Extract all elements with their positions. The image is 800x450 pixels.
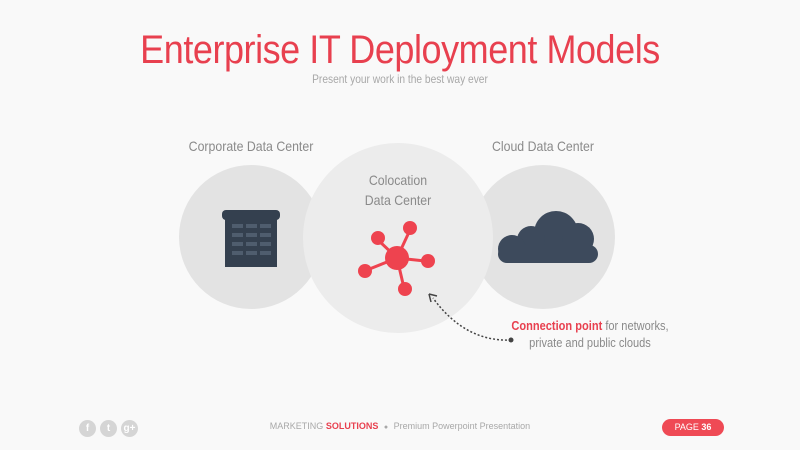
footer-separator: ● [383,424,389,431]
building-icon [222,210,280,267]
cloud-label: Cloud Data Center [491,138,595,154]
page-title: Enterprise IT Deployment Models [140,28,660,72]
connection-arrow [428,293,514,343]
corporate-label: Corporate Data Center [188,138,314,154]
footer-tagline: Premium Powerpoint Presentation [393,421,531,431]
footer-text: MARKETING SOLUTIONS ● Premium Powerpoint… [0,421,800,431]
facebook-icon[interactable]: f [79,420,96,437]
page-label: PAGE [674,422,699,432]
footer-brand2: SOLUTIONS [325,421,379,431]
connection-annotation: Connection point for networks, private a… [505,317,675,351]
page-subtitle: Present your work in the best way ever [312,72,488,86]
colocation-circle [303,143,493,333]
annotation-line1: for networks, [602,318,669,333]
page-badge: PAGE 36 [662,419,724,436]
twitter-icon[interactable]: t [100,420,117,437]
page-number: 36 [701,422,712,432]
colocation-label-line1: Colocation [368,172,428,188]
annotation-highlight: Connection point [511,318,603,333]
network-hub-icon [358,221,435,296]
cloud-icon [498,211,598,263]
colocation-label: Colocation Data Center [345,170,451,210]
colocation-label-line2: Data Center [364,192,432,208]
footer-brand1: MARKETING [269,421,324,431]
annotation-line2: private and public clouds [529,335,651,350]
google-plus-icon[interactable]: g+ [121,420,138,437]
